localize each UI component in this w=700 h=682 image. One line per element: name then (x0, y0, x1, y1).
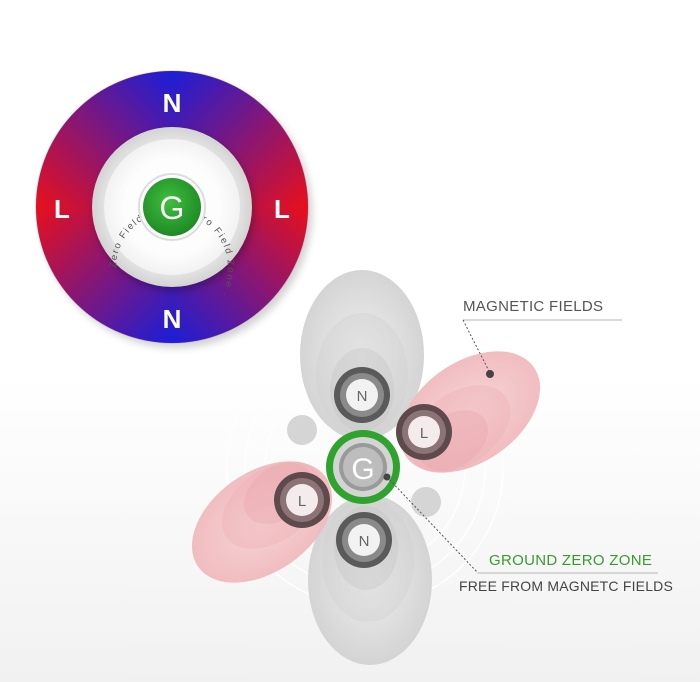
magnetic-fields-title: MAGNETIC FIELDS (463, 298, 603, 315)
free-from-fields-subtitle: FREE FROM MAGNETC FIELDS (459, 578, 673, 594)
center-g-label: G (160, 190, 185, 226)
magnet-north-lower: N (336, 512, 392, 568)
right-pole-label: L (274, 194, 290, 224)
north-top-label: N (163, 88, 182, 118)
north-bottom-label: N (163, 304, 182, 334)
magnet-label: L (298, 493, 306, 510)
magnet-ring: Zero Field Zone · Zero Field Zone · G N … (35, 70, 312, 348)
left-pole-label: L (54, 194, 70, 224)
magnet-lateral-left: L (274, 472, 330, 528)
ground-zero-label: G (351, 453, 374, 486)
ground-zero-leader (383, 473, 658, 574)
spacer-dot (287, 415, 317, 445)
ground-zero-center: G (326, 430, 400, 504)
magnetic-fields-leader (462, 319, 622, 378)
magnet-label: N (357, 388, 368, 405)
magnet-label: L (420, 425, 428, 442)
field-diagram: N L L N G (191, 270, 658, 665)
magnet-north-upper: N (334, 367, 390, 423)
spacer-dot (411, 487, 441, 517)
ground-zero-zone-title: GROUND ZERO ZONE (489, 552, 652, 569)
center-g-ball (143, 178, 201, 236)
magnet-lateral-right: L (396, 404, 452, 460)
magnet-label: N (359, 533, 370, 550)
